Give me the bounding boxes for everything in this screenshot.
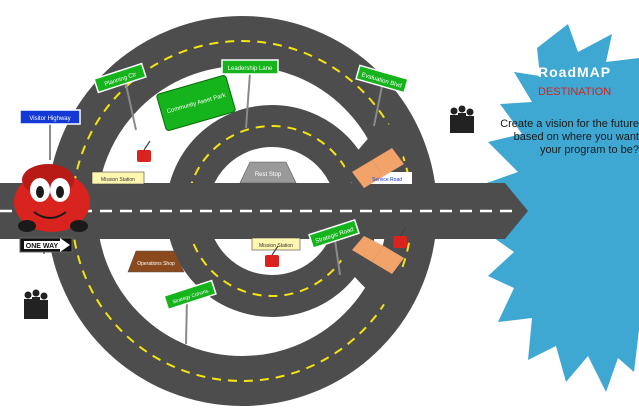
post-strategic	[334, 239, 341, 276]
pin-right	[393, 226, 407, 248]
callout-starburst	[480, 24, 639, 392]
post-leadership	[245, 72, 251, 129]
mission-station-bottom-label: Mission Station	[259, 243, 293, 249]
visitor-highway-sign	[19, 109, 81, 125]
post-planning	[124, 79, 137, 131]
pin-top	[137, 140, 151, 162]
people-silhouette-right	[450, 105, 474, 133]
red-car-icon	[14, 164, 90, 232]
service-road-label: Service Road	[372, 177, 402, 183]
post-strategy-cohorts	[185, 296, 188, 345]
callout-title: RoadMAP	[538, 64, 612, 80]
leadership-lane-sign	[221, 59, 279, 75]
planning-ctr-sign	[93, 62, 147, 94]
lower-arrows	[352, 236, 404, 274]
evaluation-blvd-sign	[355, 64, 409, 94]
operations-shop-label: Operations Shop	[137, 261, 175, 267]
people-silhouette-left	[24, 289, 48, 319]
strategic-road-sign	[308, 218, 360, 250]
operations-shop-shape	[127, 250, 185, 273]
community-asset-park	[156, 75, 236, 131]
strategy-cohorts-sign	[163, 279, 217, 311]
visitor-highway-label: Visitor Highway	[29, 116, 70, 122]
pin-bottom	[265, 245, 279, 267]
mission-station-top-pad	[91, 171, 145, 185]
one-way-sign: ONE WAY	[19, 237, 73, 253]
one-way-label: ONE WAY	[26, 243, 59, 250]
callout-subtitle: DESTINATION	[538, 86, 612, 98]
upper-arrows	[352, 148, 404, 188]
leadership-lane-label: Leadership Lane	[228, 66, 273, 72]
post-evaluation	[373, 85, 383, 127]
callout-body: Create a vision for the future based on …	[500, 118, 639, 156]
rest-stop-shape	[239, 161, 297, 184]
rest-stop-label: Rest Stop	[255, 172, 282, 178]
mission-station-top-label: Mission Station	[101, 177, 135, 183]
